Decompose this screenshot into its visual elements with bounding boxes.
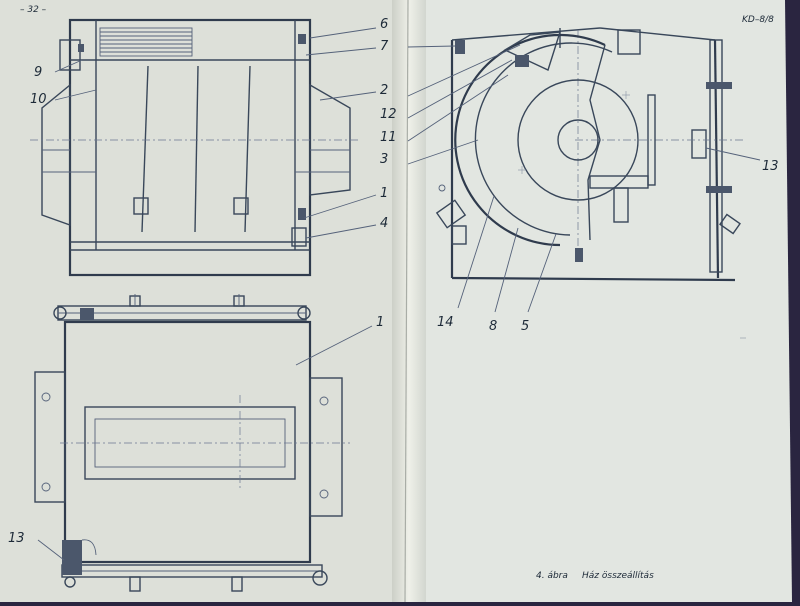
callout-3: 3 [380,152,388,167]
callout-10: 10 [30,92,47,107]
page-fold [404,0,409,603]
callout-14: 14 [437,315,454,330]
callout-5: 5 [521,319,529,334]
plan-view-leaders [37,325,373,561]
left-page [0,0,408,602]
callout-2: 2 [380,83,388,98]
side-view-leaders [407,44,761,313]
callout-7: 7 [380,39,389,54]
callout-8: 8 [489,319,497,334]
callout-1-front: 1 [380,186,388,201]
figure-title: Ház összeállítás [582,571,654,581]
front-grille [99,27,193,57]
plan-view [34,294,350,592]
page-number: – 32 – [20,5,47,15]
callout-4: 4 [380,216,388,231]
callout-11: 11 [380,130,397,145]
callout-12: 12 [380,107,397,122]
callout-13-side: 13 [762,159,779,174]
figure-number: 4. ábra [536,571,568,581]
callout-13-plan: 13 [8,531,25,546]
page-gutter [392,0,426,602]
callout-1-plan: 1 [376,315,384,330]
callout-9: 9 [34,65,42,80]
front-view [30,18,360,277]
callout-6: 6 [380,17,388,32]
front-view-leaders [54,27,377,239]
registration-marks [518,91,746,339]
sheet-code: KD–8/8 [742,15,774,25]
side-view [435,27,745,282]
right-page [405,0,792,602]
